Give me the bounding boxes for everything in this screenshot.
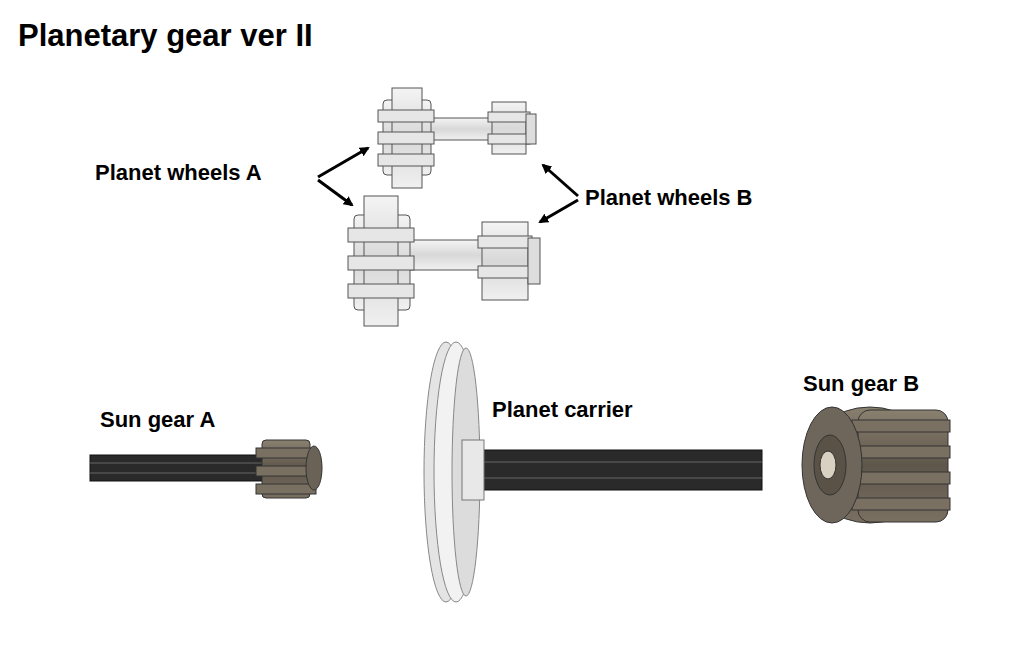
sun-gear-a	[90, 440, 322, 498]
part-label: Sun gear B	[803, 371, 919, 397]
planet-assembly	[348, 196, 540, 326]
planet-carrier	[424, 342, 762, 602]
planet-assembly	[378, 88, 536, 188]
part-label: Sun gear A	[100, 407, 215, 433]
diagram-title: Planetary gear ver II	[18, 18, 313, 54]
sun-gear-b	[802, 407, 950, 523]
part-label: Planet carrier	[492, 397, 633, 423]
part-label: Planet wheels B	[585, 185, 753, 211]
leader-arrow	[318, 148, 578, 222]
part-label: Planet wheels A	[95, 160, 262, 186]
